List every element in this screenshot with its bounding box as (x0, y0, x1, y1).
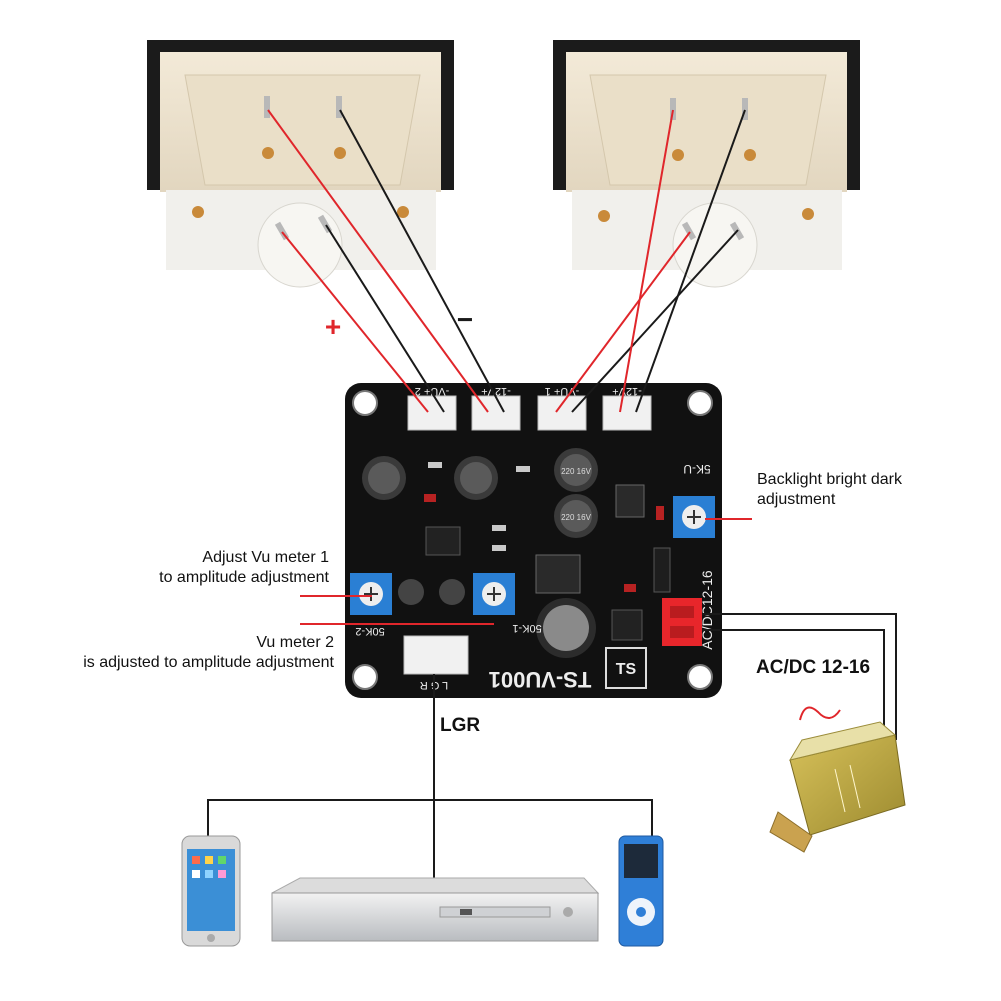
vu-meter-2 (553, 40, 860, 288)
connector-label-1: -VU+ 2 (415, 385, 450, 397)
trimmer-vu1[interactable] (350, 573, 392, 615)
wire-meter1-negative (339, 109, 505, 413)
positive-sign: + (325, 311, 341, 342)
wire-meter1-positive (267, 109, 489, 413)
meter-wires (267, 109, 746, 413)
vu1-label-line2: to amplitude adjustment (159, 569, 329, 586)
board-pot-marking: 5K-U (683, 462, 710, 476)
mp3-player (618, 835, 664, 947)
wire-meter2-backlight-positive (555, 231, 691, 413)
wire-meter2-backlight-negative (571, 229, 739, 413)
audio-input-wires (207, 674, 653, 878)
backlight-label-line2: adjustment (757, 491, 836, 508)
power-connector (662, 598, 702, 646)
wire-meter2-negative (635, 109, 746, 413)
trimmer-backlight[interactable] (673, 496, 715, 538)
connector-jp2 (602, 395, 652, 431)
backlight-label-line1: Backlight bright dark (757, 471, 902, 488)
vu2-label-line1: Vu meter 2 (256, 634, 334, 651)
vu1-label-line1: Adjust Vu meter 1 (202, 549, 329, 566)
connector-lgr (403, 635, 469, 675)
board-gain-marking: 50K-1 (512, 622, 541, 634)
vu1-label: Adjust Vu meter 1 to amplitude adjustmen… (20, 548, 329, 588)
smartphone (181, 835, 241, 947)
trimmer-vu2[interactable] (473, 573, 515, 615)
board-model-text: TS-VU001 (489, 667, 592, 692)
dvd-player (271, 877, 600, 942)
connector-jp5 (407, 395, 457, 431)
negative-sign: − (457, 304, 473, 335)
power-label: AC/DC 12-16 (756, 657, 871, 678)
power-wires (702, 613, 897, 740)
vu-driver-board: TS-VU001 AC/DC12-16 5K-U 50K-1 50K-2 L G… (345, 383, 722, 698)
connector-label-4: -12V+ (612, 385, 642, 397)
backlight-label: Backlight bright dark adjustment (757, 470, 987, 510)
connector-jp4 (537, 395, 587, 431)
board-logo: TS (616, 661, 637, 678)
wire-meter2-positive (619, 109, 674, 413)
annotation-lines (300, 518, 752, 625)
vu2-label-line2: is adjusted to amplitude adjustment (83, 654, 334, 671)
capacitor-marking-2: 220 16V (561, 513, 591, 522)
vu-meter-1 (147, 40, 454, 288)
wire-meter1-backlight-negative (325, 224, 445, 413)
vu2-label: Vu meter 2 is adjusted to amplitude adju… (10, 633, 334, 673)
input-label: LGR (440, 715, 481, 736)
wire-meter1-backlight-positive (281, 231, 429, 413)
board-power-marking: AC/DC12-16 (699, 570, 715, 650)
capacitor-marking-1: 220 16V (561, 467, 591, 476)
board-gain-marking-2: 50K-2 (355, 625, 384, 637)
connector-label-2: -12V+ (481, 385, 511, 397)
transformer (769, 706, 906, 853)
